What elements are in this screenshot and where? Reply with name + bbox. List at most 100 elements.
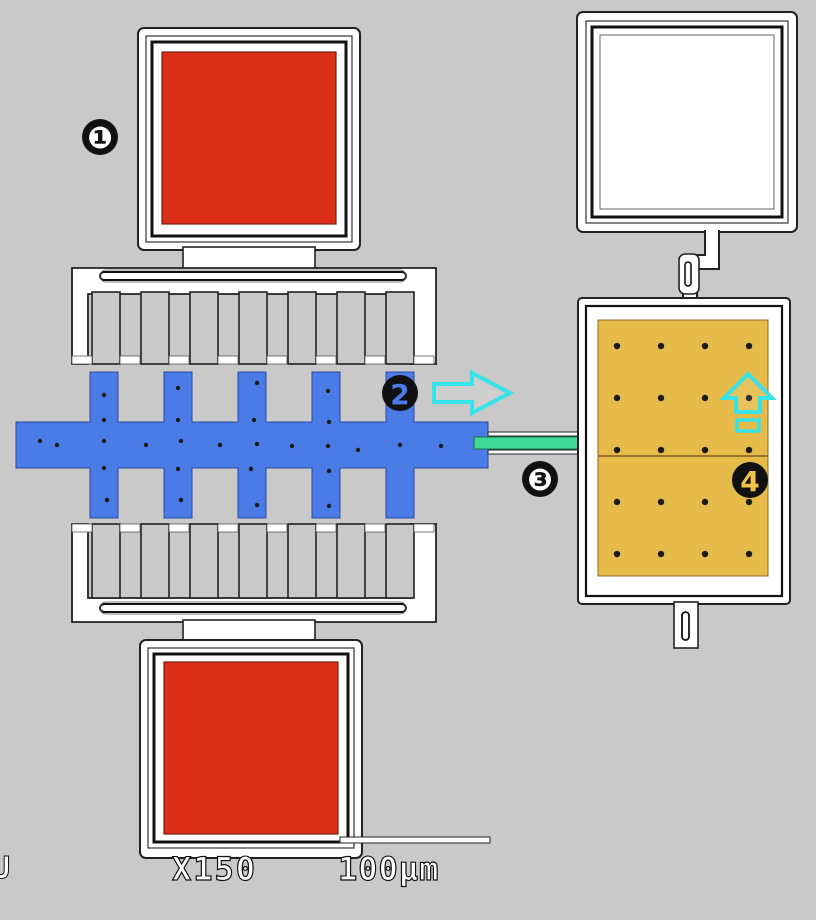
bottom-comb-drive xyxy=(71,523,437,623)
top-comb-finger-tip xyxy=(315,355,337,365)
plate-etch-hole xyxy=(701,446,709,454)
plate-etch-hole xyxy=(613,446,621,454)
shuttle-etch-hole xyxy=(175,466,181,472)
top-comb-finger-tip xyxy=(266,355,288,365)
marker-3: ❸ xyxy=(522,461,558,498)
shuttle-etch-hole xyxy=(326,503,332,509)
shuttle-etch-hole xyxy=(101,417,107,423)
shuttle-etch-hole xyxy=(254,380,260,386)
plate-etch-hole xyxy=(613,550,621,558)
bottom-comb-finger-tip xyxy=(168,523,190,533)
shuttle-etch-hole xyxy=(251,417,257,423)
plate-etch-hole xyxy=(657,446,665,454)
shuttle-etch-hole xyxy=(254,441,260,447)
bottom-comb-slot xyxy=(189,523,219,599)
shuttle-etch-hole xyxy=(143,442,149,448)
marker-4-label: 4 xyxy=(740,465,759,498)
plate-etch-hole xyxy=(745,342,753,350)
top-comb-finger-tip xyxy=(413,355,435,365)
shuttle-etch-hole xyxy=(355,447,361,453)
shuttle-etch-hole xyxy=(101,465,107,471)
gold-plate xyxy=(597,319,769,577)
plate-etch-hole xyxy=(745,550,753,558)
motion-arrow-up-icon xyxy=(719,371,777,433)
plate-etch-hole xyxy=(657,342,665,350)
bottom-comb-slot xyxy=(287,523,317,599)
white-pad xyxy=(599,34,775,210)
shuttle-etch-hole xyxy=(175,385,181,391)
marker-3-label: ❸ xyxy=(527,463,552,498)
gold-plate-assembly xyxy=(577,297,791,649)
top-comb-slot xyxy=(385,291,415,365)
top-comb-slot xyxy=(287,291,317,365)
marker-2-label: 2 xyxy=(390,378,409,411)
bottom-comb-finger-tip xyxy=(119,523,141,533)
top-comb-finger-tip xyxy=(71,355,93,365)
marker-1-label: ❶ xyxy=(87,121,112,156)
plate-etch-hole xyxy=(745,498,753,506)
shuttle-etch-hole xyxy=(326,468,332,474)
plate-etch-hole xyxy=(701,342,709,350)
bottom-comb-slot xyxy=(336,523,366,599)
shuttle-etch-hole xyxy=(438,443,444,449)
plate-etch-hole xyxy=(613,394,621,402)
plate-etch-hole xyxy=(657,394,665,402)
sem-magnification: X150 xyxy=(172,850,257,888)
shuttle-etch-hole xyxy=(289,443,295,449)
top-comb-drive xyxy=(71,267,437,365)
plate-etch-hole xyxy=(613,342,621,350)
shuttle-etch-hole xyxy=(37,438,43,444)
bottom-comb-slot xyxy=(238,523,268,599)
bottom-comb-slot xyxy=(140,523,170,599)
shuttle-etch-hole xyxy=(178,438,184,444)
motion-arrow-right-icon xyxy=(432,369,515,417)
blue-shuttle xyxy=(15,371,489,519)
marker-4: 4 xyxy=(732,462,768,498)
top-comb-slot xyxy=(238,291,268,365)
plate-etch-hole xyxy=(657,498,665,506)
top-red-pad xyxy=(161,51,337,225)
green-beam xyxy=(473,436,585,450)
top-pad-assembly xyxy=(137,27,361,270)
shuttle-etch-hole xyxy=(325,388,331,394)
bottom-comb-finger-tip xyxy=(217,523,239,533)
bottom-comb-slot xyxy=(91,523,121,599)
bottom-comb-finger-tip xyxy=(413,523,435,533)
shuttle-etch-hole xyxy=(397,442,403,448)
plate-etch-hole xyxy=(701,394,709,402)
shuttle-etch-hole xyxy=(325,443,331,449)
sem-scale-label: 100μm xyxy=(338,850,439,888)
shuttle-etch-hole xyxy=(248,466,254,472)
bottom-comb-finger-tip xyxy=(315,523,337,533)
shuttle-etch-hole xyxy=(175,417,181,423)
top-comb-slot xyxy=(91,291,121,365)
marker-2: 2 xyxy=(382,375,418,411)
plate-etch-hole xyxy=(745,394,753,402)
shuttle-etch-hole xyxy=(178,497,184,503)
shuttle-etch-hole xyxy=(54,442,60,448)
bottom-comb-finger-tip xyxy=(364,523,386,533)
top-comb-finger-tip xyxy=(119,355,141,365)
top-right-pad-assembly xyxy=(576,11,798,300)
plate-etch-hole xyxy=(657,550,665,558)
top-comb-slot xyxy=(140,291,170,365)
plate-etch-hole xyxy=(613,498,621,506)
top-comb-slot xyxy=(189,291,219,365)
shuttle-body xyxy=(15,371,489,519)
bottom-comb-finger-tip xyxy=(266,523,288,533)
marker-1: ❶ xyxy=(82,119,118,156)
top-comb-finger-tip xyxy=(217,355,239,365)
top-comb-finger-tip xyxy=(364,355,386,365)
shuttle-etch-hole xyxy=(326,419,332,425)
sem-left-fragment: U xyxy=(0,851,10,886)
shuttle-etch-hole xyxy=(254,502,260,508)
top-comb-finger-tip xyxy=(168,355,190,365)
bottom-comb-finger-tip xyxy=(71,523,93,533)
plate-etch-hole xyxy=(745,446,753,454)
shuttle-etch-hole xyxy=(101,392,107,398)
shuttle-etch-hole xyxy=(104,497,110,503)
shuttle-etch-hole xyxy=(101,438,107,444)
bottom-red-pad xyxy=(163,661,339,835)
plate-etch-hole xyxy=(701,550,709,558)
